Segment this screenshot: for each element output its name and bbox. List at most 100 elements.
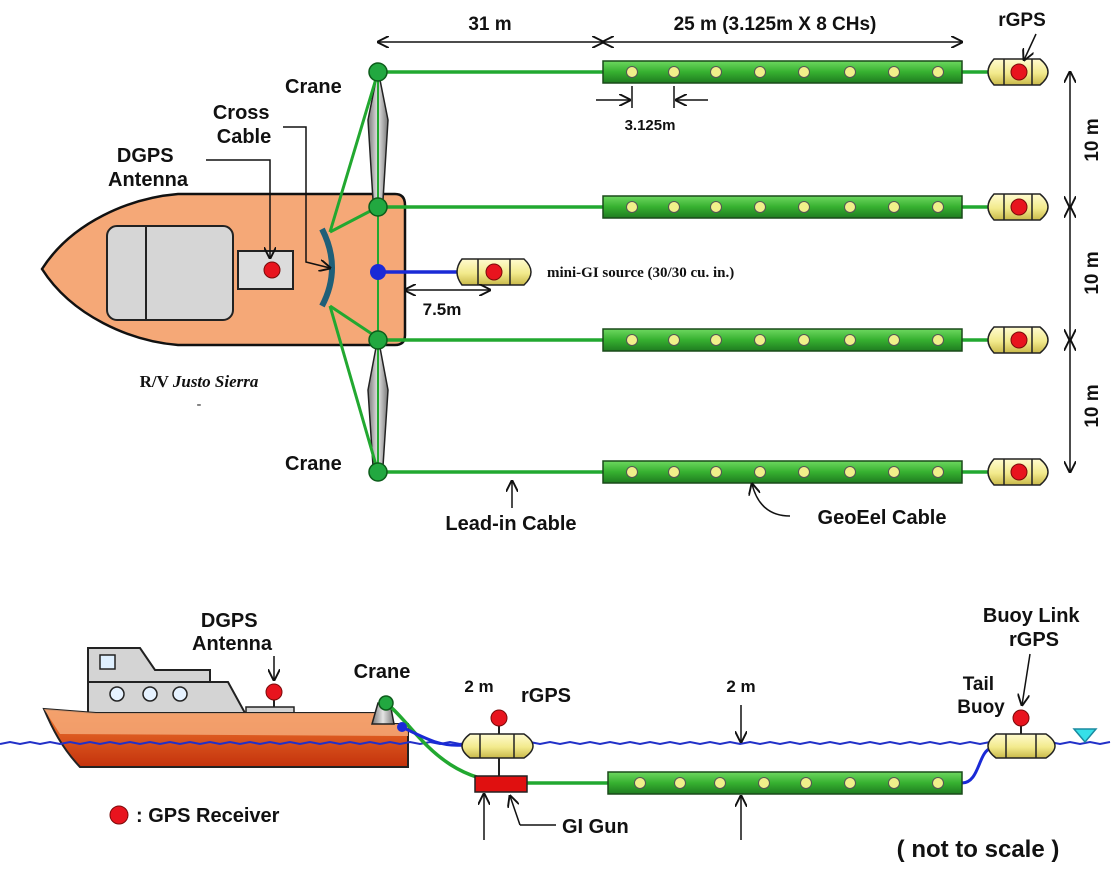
channel-node (798, 201, 810, 213)
channel-node (626, 201, 638, 213)
ship-cabin (106, 225, 234, 321)
tail-buoy-2 (987, 193, 1049, 221)
crane-label-bottom: Crane (285, 453, 342, 475)
gi-gun-label: GI Gun (562, 816, 629, 838)
tail-buoy-profile (987, 709, 1056, 759)
source-line-profile (401, 725, 465, 747)
streamer-profile (607, 771, 963, 795)
channel-node (932, 201, 944, 213)
channel-node (668, 201, 680, 213)
geoeel-label: GeoEel Cable (818, 507, 947, 529)
channel-node-profile (674, 777, 686, 789)
channel-node (932, 466, 944, 478)
channel-node (844, 466, 856, 478)
tail-link-profile (961, 746, 993, 785)
geoeel-leader (752, 484, 791, 517)
lead-in-label: Lead-in Cable (445, 513, 576, 535)
dgps-receiver-profile (265, 683, 283, 701)
channel-node (754, 466, 766, 478)
channel-node (710, 66, 722, 78)
water-level-symbol (1072, 728, 1098, 744)
source-offset-label: 7.5m (423, 300, 462, 319)
channel-node-profile (888, 777, 900, 789)
channel-node-profile (714, 777, 726, 789)
rgps-receiver (1010, 63, 1028, 81)
dim-lead-label: 31 m (468, 14, 511, 35)
crane-nodes (368, 62, 388, 482)
scale-note: ( not to scale ) (897, 836, 1060, 863)
dim-streamer-label: 25 m (3.125m X 8 CHs) (674, 14, 877, 35)
channel-node (888, 66, 900, 78)
channel-node (798, 466, 810, 478)
channel-node (710, 201, 722, 213)
lead-in-cables (378, 70, 990, 474)
rgps-label-plan: rGPS (998, 10, 1046, 31)
channel-node (754, 66, 766, 78)
dgps-label-plan: DGPS Antenna (108, 145, 189, 191)
channel-node (626, 334, 638, 346)
gun-float-buoy (461, 709, 534, 776)
channel-node (754, 334, 766, 346)
vessel-name: R/V Justo Sierra (140, 372, 259, 391)
buoy-link-leader (1022, 653, 1031, 705)
dgps-leader-plan (206, 159, 270, 258)
channel-node-profile (758, 777, 770, 789)
channel-node (754, 201, 766, 213)
channel-node-profile (634, 777, 646, 789)
cross-cable-label: Cross Cable (213, 102, 275, 148)
cross-cable-leader (283, 126, 330, 268)
rgps-receiver (1010, 463, 1028, 481)
buoy-link-label: Buoy Link rGPS (983, 605, 1085, 651)
crane-label-profile: Crane (354, 661, 411, 683)
channel-node-profile (844, 777, 856, 789)
spacing-label-1: 10 m (1082, 118, 1103, 161)
channel-node (626, 466, 638, 478)
channel-node (888, 201, 900, 213)
channel-spacing-marker (596, 86, 708, 108)
crane-node-profile (378, 695, 394, 711)
vessel-dash: - (197, 397, 202, 412)
crane-label-top: Crane (285, 76, 342, 98)
channel-node-profile (800, 777, 812, 789)
tail-buoy-1 (987, 58, 1049, 86)
channel-node (668, 66, 680, 78)
streamer-depth-label: 2 m (726, 677, 755, 696)
dgps-receiver-plan (263, 261, 281, 279)
streamer-4 (602, 460, 963, 484)
tail-buoy-4 (987, 458, 1049, 486)
streamer-2 (602, 195, 963, 219)
spacing-label-2: 10 m (1082, 251, 1103, 294)
legend-gps-dot (109, 805, 129, 825)
channel-node (844, 66, 856, 78)
rgps-label-profile: rGPS (521, 685, 571, 707)
channel-node (844, 201, 856, 213)
bridge-window (99, 654, 116, 670)
rgps-receiver (1010, 331, 1028, 349)
gun-depth-label: 2 m (464, 677, 493, 696)
source-tow-point (370, 264, 386, 280)
channel-node (626, 66, 638, 78)
source-label: mini-GI source (30/30 cu. in.) (547, 265, 734, 281)
mini-gi-source (456, 258, 532, 286)
streamer-body-profile (607, 771, 963, 795)
streamers-plan (602, 60, 963, 484)
channel-node (798, 334, 810, 346)
portholes (109, 686, 188, 702)
tail-buoy-label: Tail Buoy (957, 674, 1005, 718)
channel-node (668, 334, 680, 346)
streamer-1 (602, 60, 963, 84)
channel-spacing-label: 3.125m (625, 117, 676, 134)
water-surface (0, 740, 1111, 746)
rgps-leader-plan (1024, 33, 1037, 60)
channel-node (844, 334, 856, 346)
channel-node (710, 466, 722, 478)
channel-node (888, 334, 900, 346)
rgps-receiver (1010, 198, 1028, 216)
streamer-3 (602, 328, 963, 352)
channel-node (932, 334, 944, 346)
legend-gps-label: : GPS Receiver (136, 805, 280, 827)
channel-node (932, 66, 944, 78)
dgps-label-profile: DGPS Antenna (192, 610, 273, 655)
tail-buoy-3 (987, 326, 1049, 354)
